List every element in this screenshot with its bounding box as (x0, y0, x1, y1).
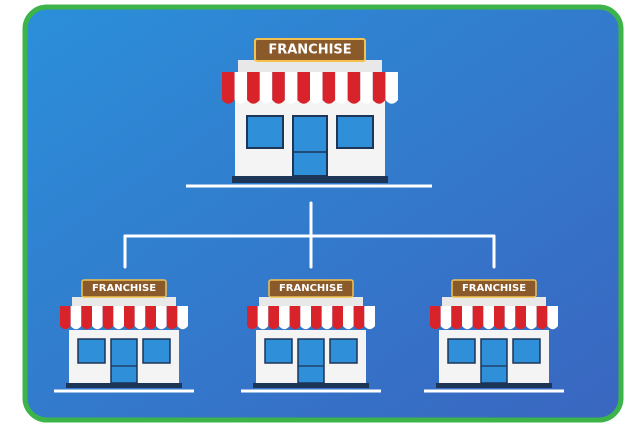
awning-stripe (272, 72, 285, 104)
awning-stripe (311, 306, 322, 330)
awning-stripe (81, 306, 92, 330)
awning-stripe (360, 72, 373, 104)
awning-stripe (247, 72, 260, 104)
store-window-left (447, 338, 476, 364)
awning-stripe (321, 306, 333, 330)
store-base (232, 176, 388, 183)
awning-stripe (526, 306, 537, 330)
awning-stripe (483, 306, 494, 330)
awning-stripe (177, 306, 188, 330)
awning-stripe (134, 306, 146, 330)
store-child-3: FRANCHISE (424, 279, 564, 393)
awning-stripe (145, 306, 156, 330)
awning-stripe (247, 306, 258, 330)
store-window-left (264, 338, 293, 364)
awning-stripe (335, 72, 348, 104)
awning-stripe (472, 306, 484, 330)
store-awning (247, 306, 375, 330)
store-base (66, 383, 182, 388)
awning-stripe (322, 72, 336, 104)
store-base (436, 383, 552, 388)
awning-stripe (259, 72, 273, 104)
store-door (292, 115, 328, 177)
awning-stripe (430, 306, 441, 330)
store-base (253, 383, 369, 388)
store-sign-label: FRANCHISE (462, 283, 526, 294)
store-window-left (77, 338, 106, 364)
store-roof (259, 297, 363, 306)
store-awning (222, 72, 398, 104)
store-window-right (336, 115, 374, 149)
awning-stripe (92, 306, 103, 330)
store-roof (238, 60, 382, 72)
awning-stripe (343, 306, 354, 330)
store-window-right (329, 338, 358, 364)
awning-stripe (515, 306, 526, 330)
store-child-1: FRANCHISE (54, 279, 194, 393)
awning-stripe (60, 306, 71, 330)
awning-stripe (234, 72, 248, 104)
awning-stripe (332, 306, 343, 330)
awning-stripe (372, 72, 386, 104)
store-sign (268, 279, 354, 298)
store-awning (430, 306, 558, 330)
store-awning (60, 306, 188, 330)
store-parent: FRANCHISE (186, 38, 432, 188)
store-window-right (142, 338, 171, 364)
store-window-left (246, 115, 284, 149)
store-roof (442, 297, 546, 306)
store-door (110, 338, 138, 384)
awning-stripe (494, 306, 505, 330)
awning-stripe (257, 306, 269, 330)
awning-stripe (300, 306, 311, 330)
awning-stripe (347, 72, 361, 104)
awning-stripe (279, 306, 290, 330)
store-roof (72, 297, 176, 306)
awning-stripe (113, 306, 124, 330)
awning-stripe (547, 306, 558, 330)
awning-stripe (70, 306, 82, 330)
awning-stripe (222, 72, 235, 104)
awning-stripe (385, 72, 398, 104)
store-sign-label: FRANCHISE (268, 43, 351, 58)
store-door (480, 338, 508, 384)
store-sign-label: FRANCHISE (92, 283, 156, 294)
hierarchy-connectors (123, 201, 496, 269)
awning-stripe (156, 306, 167, 330)
awning-stripe (353, 306, 365, 330)
awning-stripe (504, 306, 516, 330)
awning-stripe (310, 72, 323, 104)
awning-stripe (289, 306, 301, 330)
awning-stripe (284, 72, 298, 104)
store-window-right (512, 338, 541, 364)
awning-stripe (462, 306, 473, 330)
awning-stripe (124, 306, 135, 330)
store-sign-label: FRANCHISE (279, 283, 343, 294)
store-child-2: FRANCHISE (241, 279, 381, 393)
awning-stripe (102, 306, 114, 330)
awning-stripe (297, 72, 310, 104)
store-door (297, 338, 325, 384)
awning-stripe (166, 306, 178, 330)
awning-stripe (364, 306, 375, 330)
awning-stripe (536, 306, 548, 330)
awning-stripe (440, 306, 452, 330)
store-sign (81, 279, 167, 298)
store-sign (451, 279, 537, 298)
store-sign (254, 38, 366, 62)
awning-stripe (268, 306, 279, 330)
awning-stripe (451, 306, 462, 330)
